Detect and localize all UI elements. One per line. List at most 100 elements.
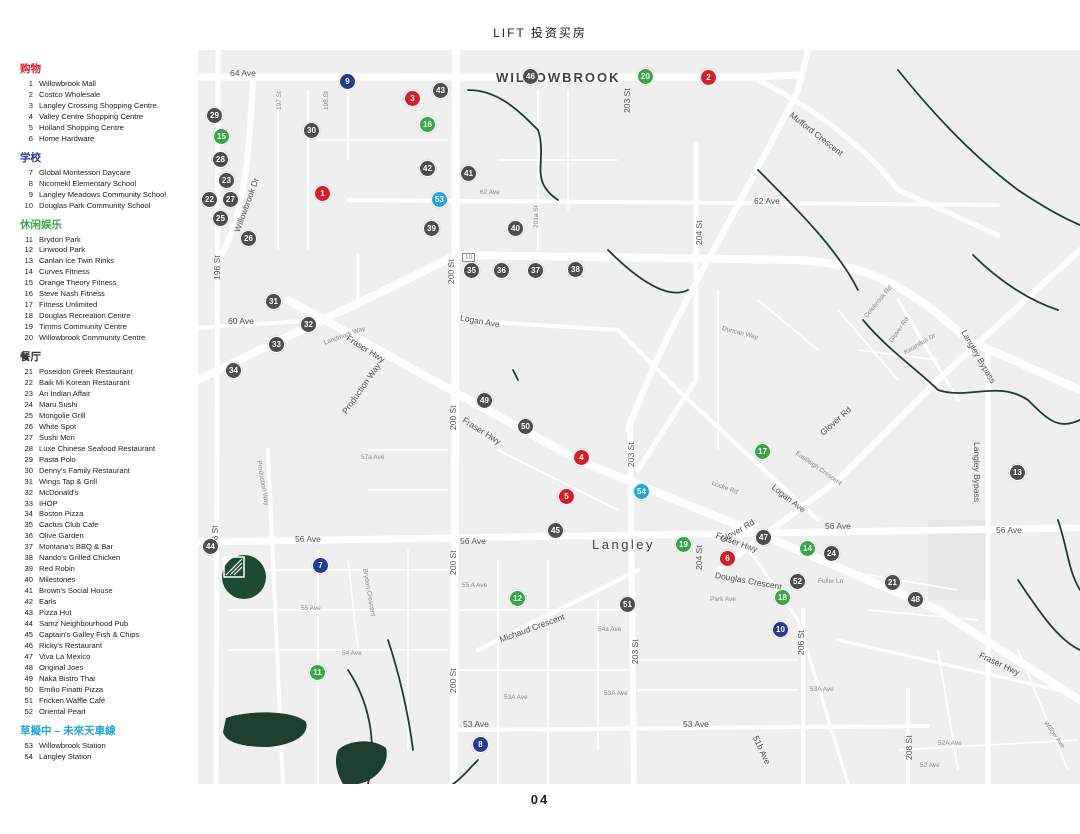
map-marker-35[interactable]: 35 bbox=[463, 262, 480, 279]
legend-item-label: Red Robin bbox=[39, 564, 75, 574]
map-marker-19[interactable]: 19 bbox=[675, 536, 692, 553]
map-marker-6[interactable]: 6 bbox=[719, 550, 736, 567]
street-label: 54a Ave bbox=[598, 626, 622, 633]
legend-item-number: 37 bbox=[24, 542, 33, 552]
legend-item-label: McDonald's bbox=[39, 487, 79, 497]
legend-item-number: 39 bbox=[24, 564, 33, 574]
map-marker-18[interactable]: 18 bbox=[774, 589, 791, 606]
map-marker-10[interactable]: 10 bbox=[772, 621, 789, 638]
map-marker-53[interactable]: 53 bbox=[431, 191, 448, 208]
legend-item-number: 47 bbox=[24, 651, 33, 661]
map-marker-5[interactable]: 5 bbox=[558, 488, 575, 505]
street-label: 60 Ave bbox=[228, 316, 254, 326]
map-marker-22[interactable]: 22 bbox=[201, 191, 218, 208]
map-marker-15[interactable]: 15 bbox=[213, 128, 230, 145]
map-marker-25[interactable]: 25 bbox=[212, 210, 229, 227]
map-marker-31[interactable]: 31 bbox=[265, 293, 282, 310]
map-marker-16[interactable]: 16 bbox=[419, 116, 436, 133]
street-label: 203 St bbox=[626, 442, 636, 467]
legend-item-number: 17 bbox=[24, 300, 33, 310]
map-marker-2[interactable]: 2 bbox=[700, 69, 717, 86]
map-marker-45[interactable]: 45 bbox=[547, 522, 564, 539]
legend-item-label: Baik Mi Korean Restaurant bbox=[39, 378, 130, 388]
map-marker-24[interactable]: 24 bbox=[823, 545, 840, 562]
street-label: 204 St bbox=[694, 545, 704, 570]
street-label: 200 St bbox=[448, 405, 458, 430]
map-marker-38[interactable]: 38 bbox=[567, 261, 584, 278]
legend-item-number: 36 bbox=[24, 531, 33, 541]
map-marker-49[interactable]: 49 bbox=[476, 392, 493, 409]
map-marker-14[interactable]: 14 bbox=[799, 540, 816, 557]
map-marker-51[interactable]: 51 bbox=[619, 596, 636, 613]
map-marker-37[interactable]: 37 bbox=[527, 262, 544, 279]
map-marker-33[interactable]: 33 bbox=[268, 336, 285, 353]
legend-item-label: Douglas Recreation Centre bbox=[39, 311, 131, 321]
map-canvas[interactable]: WILLOWBROOK Langley 64 Ave 62 Ave 62 Ave… bbox=[198, 50, 1080, 784]
legend-item: 39 Red Robin bbox=[20, 564, 200, 575]
map-marker-7[interactable]: 7 bbox=[312, 557, 329, 574]
map-marker-36[interactable]: 36 bbox=[493, 262, 510, 279]
map-marker-12[interactable]: 12 bbox=[509, 590, 526, 607]
map-marker-13[interactable]: 13 bbox=[1009, 464, 1026, 481]
map-marker-17[interactable]: 17 bbox=[754, 443, 771, 460]
map-marker-44[interactable]: 44 bbox=[202, 538, 219, 555]
map-marker-11[interactable]: 11 bbox=[309, 664, 326, 681]
map-marker-46[interactable]: 46 bbox=[522, 68, 539, 85]
legend-item-number: 20 bbox=[24, 333, 33, 343]
map-marker-8[interactable]: 8 bbox=[472, 736, 489, 753]
map-marker-47[interactable]: 47 bbox=[755, 529, 772, 546]
map-marker-21[interactable]: 21 bbox=[884, 574, 901, 591]
map-marker-50[interactable]: 50 bbox=[517, 418, 534, 435]
map-marker-20[interactable]: 20 bbox=[637, 68, 654, 85]
map-marker-27[interactable]: 27 bbox=[222, 191, 239, 208]
legend-item-label: Home Hardware bbox=[39, 133, 95, 143]
legend-item-label: Milestones bbox=[39, 575, 76, 585]
map-marker-4[interactable]: 4 bbox=[573, 449, 590, 466]
map-marker-42[interactable]: 42 bbox=[419, 160, 436, 177]
legend-item-label: Douglas Park Community School bbox=[39, 200, 151, 210]
legend-item-number: 13 bbox=[24, 256, 33, 266]
map-marker-40[interactable]: 40 bbox=[507, 220, 524, 237]
legend-item-label: Cactus Club Cafe bbox=[39, 520, 99, 530]
street-label: 53A Ave bbox=[504, 694, 528, 701]
map-marker-54[interactable]: 54 bbox=[633, 483, 650, 500]
legend-item-label: Boston Pizza bbox=[39, 509, 84, 519]
map-marker-1[interactable]: 1 bbox=[314, 185, 331, 202]
legend-item-label: Canlan Ice Twin Rinks bbox=[39, 256, 114, 266]
legend-item-label: Oriental Pearl bbox=[39, 706, 86, 716]
map-marker-9[interactable]: 9 bbox=[339, 73, 356, 90]
map-marker-48[interactable]: 48 bbox=[907, 591, 924, 608]
map-marker-41[interactable]: 41 bbox=[460, 165, 477, 182]
map-marker-39[interactable]: 39 bbox=[423, 220, 440, 237]
legend-item-number: 45 bbox=[24, 629, 33, 639]
legend-item-label: Willowbrook Community Centre bbox=[39, 333, 146, 343]
map-marker-43[interactable]: 43 bbox=[432, 82, 449, 99]
legend-item-number: 49 bbox=[24, 673, 33, 683]
map-marker-23[interactable]: 23 bbox=[218, 172, 235, 189]
legend-item-number: 46 bbox=[24, 640, 33, 650]
map-marker-32[interactable]: 32 bbox=[300, 316, 317, 333]
map-marker-28[interactable]: 28 bbox=[212, 151, 229, 168]
map-marker-52[interactable]: 52 bbox=[789, 573, 806, 590]
map-marker-26[interactable]: 26 bbox=[240, 230, 257, 247]
map-marker-30[interactable]: 30 bbox=[303, 122, 320, 139]
street-label: 52 Ave bbox=[920, 762, 940, 769]
map-marker-3[interactable]: 3 bbox=[404, 90, 421, 107]
legend-item-label: Holland Shopping Centre bbox=[39, 122, 124, 132]
map-marker-29[interactable]: 29 bbox=[206, 107, 223, 124]
map-marker-34[interactable]: 34 bbox=[225, 362, 242, 379]
